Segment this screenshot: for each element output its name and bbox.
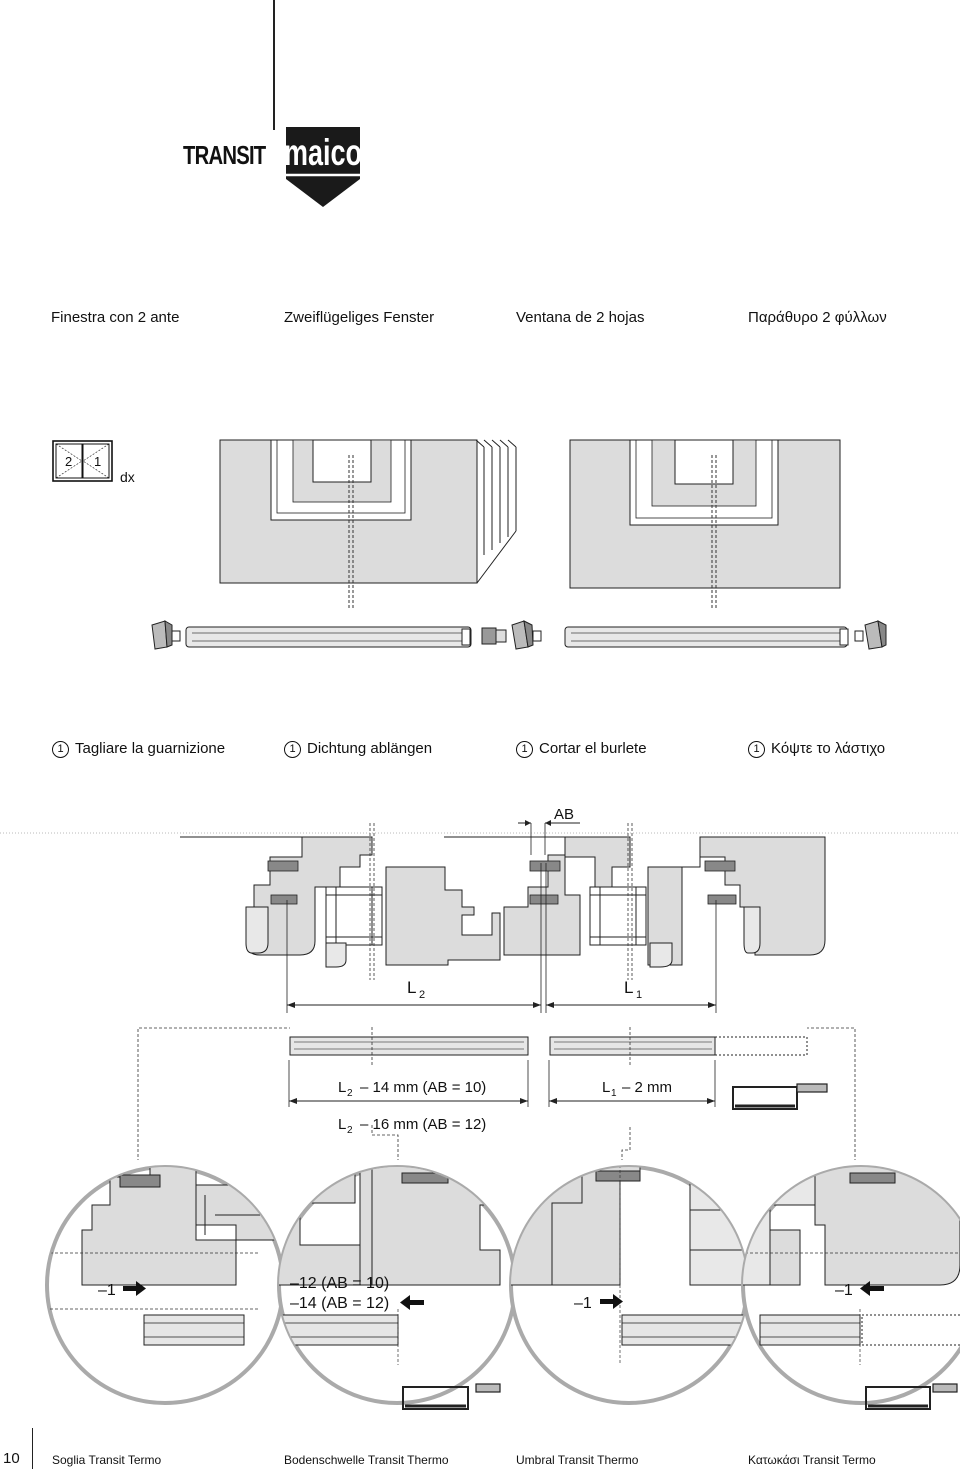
dim-l1-sub: 1 xyxy=(636,989,642,1001)
cross-section-diagram: AB xyxy=(0,806,960,1160)
detail-circle-1: –1 xyxy=(45,1165,285,1405)
step-text-el: Κόψτε το λάστιχο xyxy=(771,740,886,757)
saw-icon xyxy=(732,1083,828,1110)
step-text-es: Cortar el burlete xyxy=(539,740,647,757)
detail-views: –1 –12 (AB = 10) –14 (AB = 12) xyxy=(45,1165,960,1410)
cut-l1-text: – 2 mm xyxy=(622,1079,672,1096)
saw-icon xyxy=(865,1383,958,1410)
left-sash xyxy=(219,439,517,610)
dim-l2-sub: 2 xyxy=(419,989,425,1001)
window-bottom-illustration xyxy=(151,439,887,650)
gap-label-ab: AB xyxy=(554,806,574,823)
step-label-el: 1 Κόψτε το λάστιχο xyxy=(748,740,885,758)
arrow-right-icon xyxy=(600,1294,623,1309)
cut-l2-b-text: – 16 mm (AB = 12) xyxy=(360,1116,486,1133)
step-label-it: 1 Tagliare la guarnizione xyxy=(52,740,225,758)
step-text-de: Dichtung ablängen xyxy=(307,740,433,757)
cut-l1-sub: 1 xyxy=(611,1088,617,1099)
cut-l2-a-text: – 14 mm (AB = 10) xyxy=(360,1079,486,1096)
cut-l2-b-sub: 2 xyxy=(347,1125,353,1136)
logo-text: maico xyxy=(284,131,362,173)
detail-3-label: –1 xyxy=(574,1295,592,1312)
cut-l1-label: L xyxy=(602,1079,610,1096)
heading-el: Παράθυρο 2 φύλλων xyxy=(748,309,887,326)
step-number: 1 xyxy=(516,741,533,758)
step-number: 1 xyxy=(52,741,69,758)
detail-circle-4: –1 xyxy=(741,1165,960,1405)
window-icon: 2 1 dx xyxy=(52,440,135,485)
profile-right-pair xyxy=(444,836,826,968)
step-text-it: Tagliare la guarnizione xyxy=(75,740,226,757)
seal-l2-cut xyxy=(289,1036,529,1056)
header-divider xyxy=(273,0,275,130)
detail-circle-3: –1 xyxy=(509,1165,749,1405)
detail-2-label-b: –14 (AB = 12) xyxy=(290,1295,389,1312)
right-end-cap xyxy=(854,620,887,650)
center-connector xyxy=(481,620,542,650)
maico-logo: maico xyxy=(284,127,362,207)
detail-1-label: –1 xyxy=(98,1282,116,1299)
footer-item-es: Umbral Transit Thermo xyxy=(516,1453,639,1467)
footer-divider xyxy=(32,1428,33,1469)
saw-icon xyxy=(402,1383,501,1410)
dim-l1-label: L xyxy=(624,978,633,997)
page-number: 10 xyxy=(3,1450,20,1467)
arrow-right-icon xyxy=(123,1281,146,1296)
heading-it: Finestra con 2 ante xyxy=(51,309,180,326)
cut-l2-a-label: L xyxy=(338,1079,346,1096)
section-seals xyxy=(267,860,737,905)
cut-l2-b-label: L xyxy=(338,1116,346,1133)
heading-es: Ventana de 2 hojas xyxy=(516,309,645,326)
detail-circle-2: –12 (AB = 10) –14 (AB = 12) xyxy=(277,1165,517,1405)
arrow-left-icon xyxy=(400,1295,424,1310)
profile-left-pair xyxy=(180,836,501,968)
detail-4-label: –1 xyxy=(835,1282,853,1299)
logo-shield xyxy=(286,127,360,207)
window-icon-left-label: 2 xyxy=(65,454,72,469)
window-icon-right-label: 1 xyxy=(94,454,101,469)
cut-l2-a-sub: 2 xyxy=(347,1088,353,1099)
product-name: TRANSIT xyxy=(183,140,266,170)
footer-item-el: Κατωκάσι Transit Termo xyxy=(748,1453,876,1467)
window-side-label: dx xyxy=(120,469,135,485)
heading-de: Zweiflügeliges Fenster xyxy=(284,309,435,326)
arrow-left-icon xyxy=(860,1281,884,1296)
left-end-cap xyxy=(151,620,181,650)
step-label-es: 1 Cortar el burlete xyxy=(516,740,647,758)
right-seal-profile xyxy=(564,626,849,648)
right-sash xyxy=(569,439,841,610)
footer-item-de: Bodenschwelle Transit Thermo xyxy=(284,1453,449,1467)
left-seal-profile xyxy=(185,626,472,648)
footer-item-it: Soglia Transit Termo xyxy=(52,1453,162,1467)
step-number: 1 xyxy=(748,741,765,758)
dim-l2-label: L xyxy=(407,978,416,997)
seal-l1-cut xyxy=(549,1036,808,1056)
step-number: 1 xyxy=(284,741,301,758)
detail-2-label-a: –12 (AB = 10) xyxy=(290,1275,389,1292)
step-label-de: 1 Dichtung ablängen xyxy=(284,740,432,758)
